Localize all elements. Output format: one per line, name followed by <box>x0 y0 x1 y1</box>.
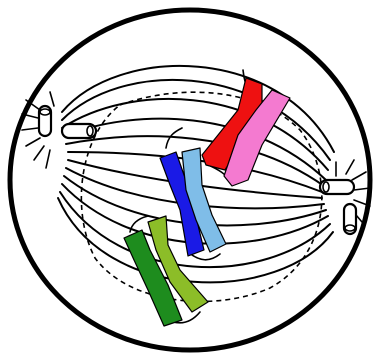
mitosis-metaphase-diagram <box>0 0 380 358</box>
